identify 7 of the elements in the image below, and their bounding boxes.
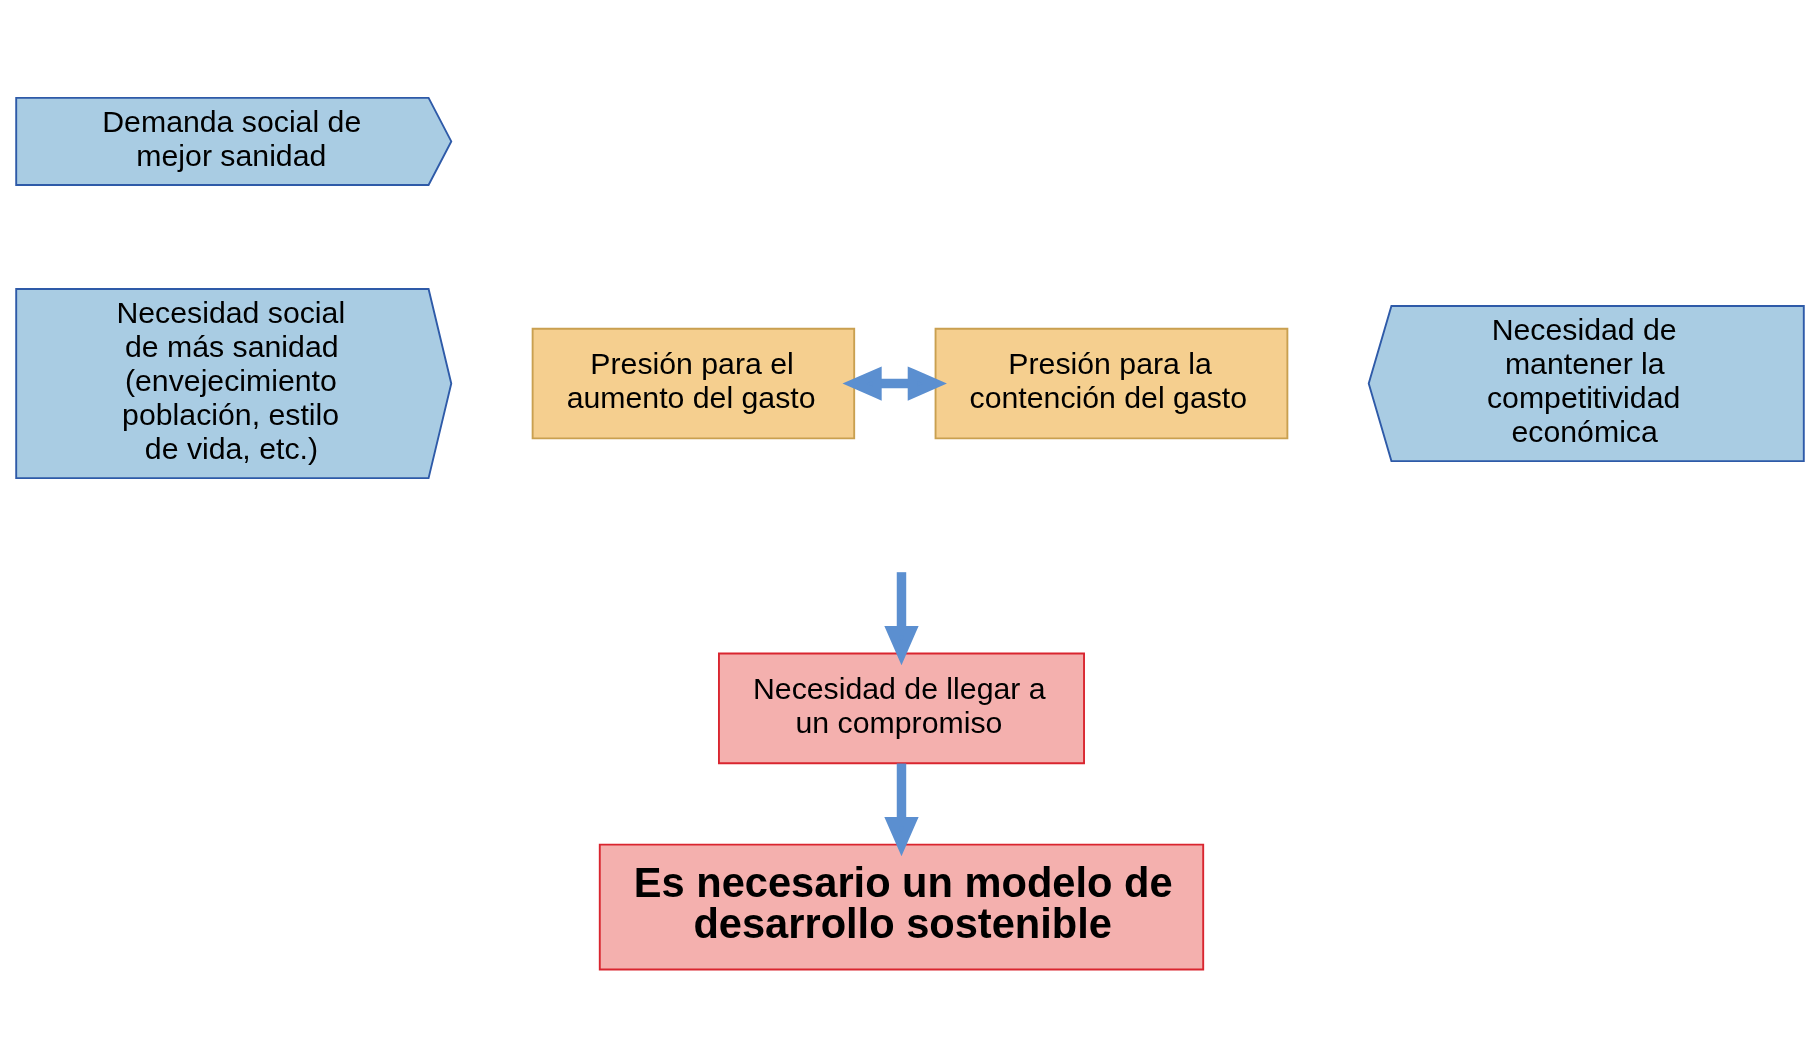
- arrow: [842, 366, 947, 401]
- node-box: Presión para el aumento del gasto: [531, 327, 856, 440]
- node-box: Es necesario un modelo de desarrollo sostenible: [598, 843, 1205, 971]
- arrow: [884, 572, 919, 666]
- node-box: Necesidad de llegar a un compromiso: [718, 652, 1085, 765]
- node-box: Presión para la contención del gasto: [934, 327, 1289, 440]
- arrow: [884, 763, 919, 857]
